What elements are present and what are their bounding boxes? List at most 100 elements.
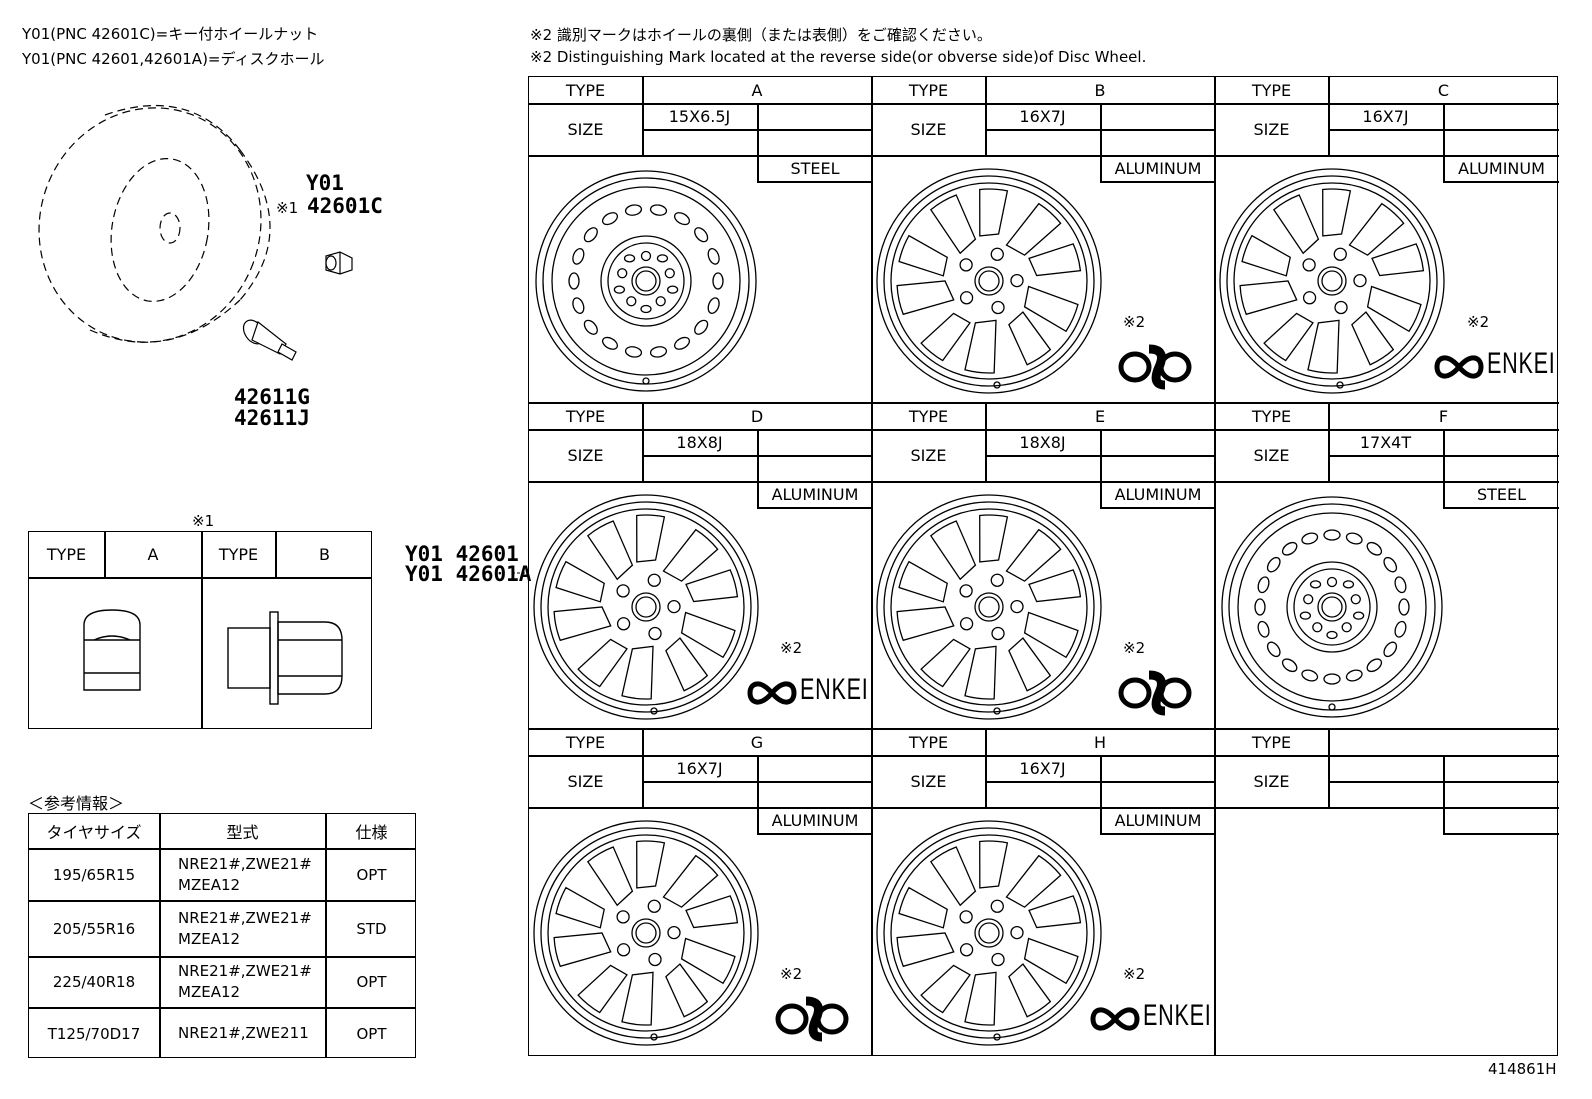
table-row-spec: STD [356,919,387,938]
grid-line [872,429,1215,431]
grid-line [1443,833,1559,835]
grid-line [1100,155,1102,182]
label-y01-42601: Y01 42601 [405,542,519,566]
grid-line [1215,755,1559,757]
table-row-size: T125/70D17 [47,1024,141,1043]
enkei-logo-text: ENKEI [800,673,869,706]
wheel-material: STEEL [790,158,840,178]
table-row-model: NRE21#,ZWE21#MZEA12 [178,854,312,894]
wheel-drawing-f [1221,496,1443,718]
wheel-type-value [1328,729,1559,755]
type-label: TYPE [1251,406,1292,426]
label-42611g: 42611G [234,385,310,409]
grid-line [757,507,872,509]
wheel-type-value: G [750,732,764,752]
wheel-type-value: C [1437,80,1450,100]
label-42611j: 42611J [234,406,310,430]
table-row-model: NRE21#,ZWE21#MZEA12 [178,908,312,948]
type-label: TYPE [565,80,606,100]
grid-line [642,77,644,155]
grid-line [642,403,644,481]
grid-line [757,155,759,182]
grid-line [985,403,987,481]
type-label: TYPE [908,406,949,426]
chain-logo-icon [775,996,849,1042]
note-jp: ※2 識別マークはホイールの裏側（または表側）をご確認ください。 [530,26,992,44]
wheel-material: ALUMINUM [1114,158,1202,178]
grid-line [529,807,872,809]
note2-mark: ※2 [780,965,803,983]
wheel-size-value: 15X6.5J [668,106,731,126]
note2-mark: ※2 [780,639,803,657]
label-42601c: 42601C [307,194,383,218]
grid-line [529,103,872,105]
table-row-spec: OPT [356,865,387,884]
reference-table: タイヤサイズ 型式 仕様 195/65R15 NRE21#,ZWE21#MZEA… [28,813,416,1058]
grid-line [529,429,872,431]
type-label: TYPE [1251,732,1292,752]
grid-line [642,729,644,807]
note2-mark: ※2 [1123,639,1146,657]
grid-line [1100,181,1215,183]
wheel-type-value: A [751,80,763,100]
wheel-drawing-d [533,494,797,720]
note2-mark: ※2 [1467,313,1490,331]
grid-line [1328,729,1330,807]
grid-line [529,402,872,404]
wheel-drawing-h [876,820,1140,1046]
nut-type-label-a: TYPE [46,545,87,564]
label-y01-top: Y01 [306,171,344,195]
grid-line [757,181,872,183]
grid-line [1215,402,1559,404]
wheel-material: ALUMINUM [771,484,859,504]
grid-line [1443,181,1559,183]
wheel-size-value: 18X8J [1019,432,1066,452]
grid-line [1100,507,1215,509]
grid-line [985,781,1215,783]
wheel-type-value: H [1093,732,1107,752]
size-label: SIZE [910,445,947,465]
enkei-logo-text: ENKEI [1143,999,1212,1032]
size-label: SIZE [910,119,947,139]
diagram-code: 414861H [1488,1060,1557,1078]
wheel-size-value: 16X7J [1019,758,1066,778]
grid-line [872,402,1215,404]
wheel-size-value: 17X4T [1359,432,1412,452]
grid-line [1443,155,1445,182]
grid-line [871,729,873,1055]
grid-line [1215,103,1559,105]
grid-line [1443,807,1445,834]
grid-line [985,455,1215,457]
grid-line [871,403,873,729]
grid-line [985,729,987,807]
nut-type-label-b: TYPE [218,545,259,564]
type-label: TYPE [908,732,949,752]
wheel-material: ALUMINUM [771,810,859,830]
table-row-model: NRE21#,ZWE211 [178,1024,309,1042]
grid-line [1328,129,1559,131]
grid-line [642,455,872,457]
lug-nut-small-icon [325,251,353,275]
table-row-size: 195/65R15 [52,865,136,884]
wheel-size-value: 16X7J [1362,106,1409,126]
note-en: ※2 Distinguishing Mark located at the re… [530,48,1147,66]
grid-line [872,481,1215,483]
grid-line [1328,403,1330,481]
nut-type-b: B [319,545,330,564]
wheel-size-value: 18X8J [676,432,723,452]
header-jp-line1: Y01(PNC 42601C)=キー付ホイールナット [22,25,319,43]
size-label: SIZE [1253,771,1290,791]
grid-line [1328,781,1559,783]
wheel-size-value: 16X7J [676,758,723,778]
grid-line [871,77,873,403]
wheel-cell: TYPE SIZE [1215,729,1559,1055]
grid-line [1100,833,1215,835]
wheel-type-value: E [1094,406,1106,426]
wheel-drawing-e [876,494,1192,720]
table-row-spec: OPT [356,973,387,991]
size-label: SIZE [1253,445,1290,465]
